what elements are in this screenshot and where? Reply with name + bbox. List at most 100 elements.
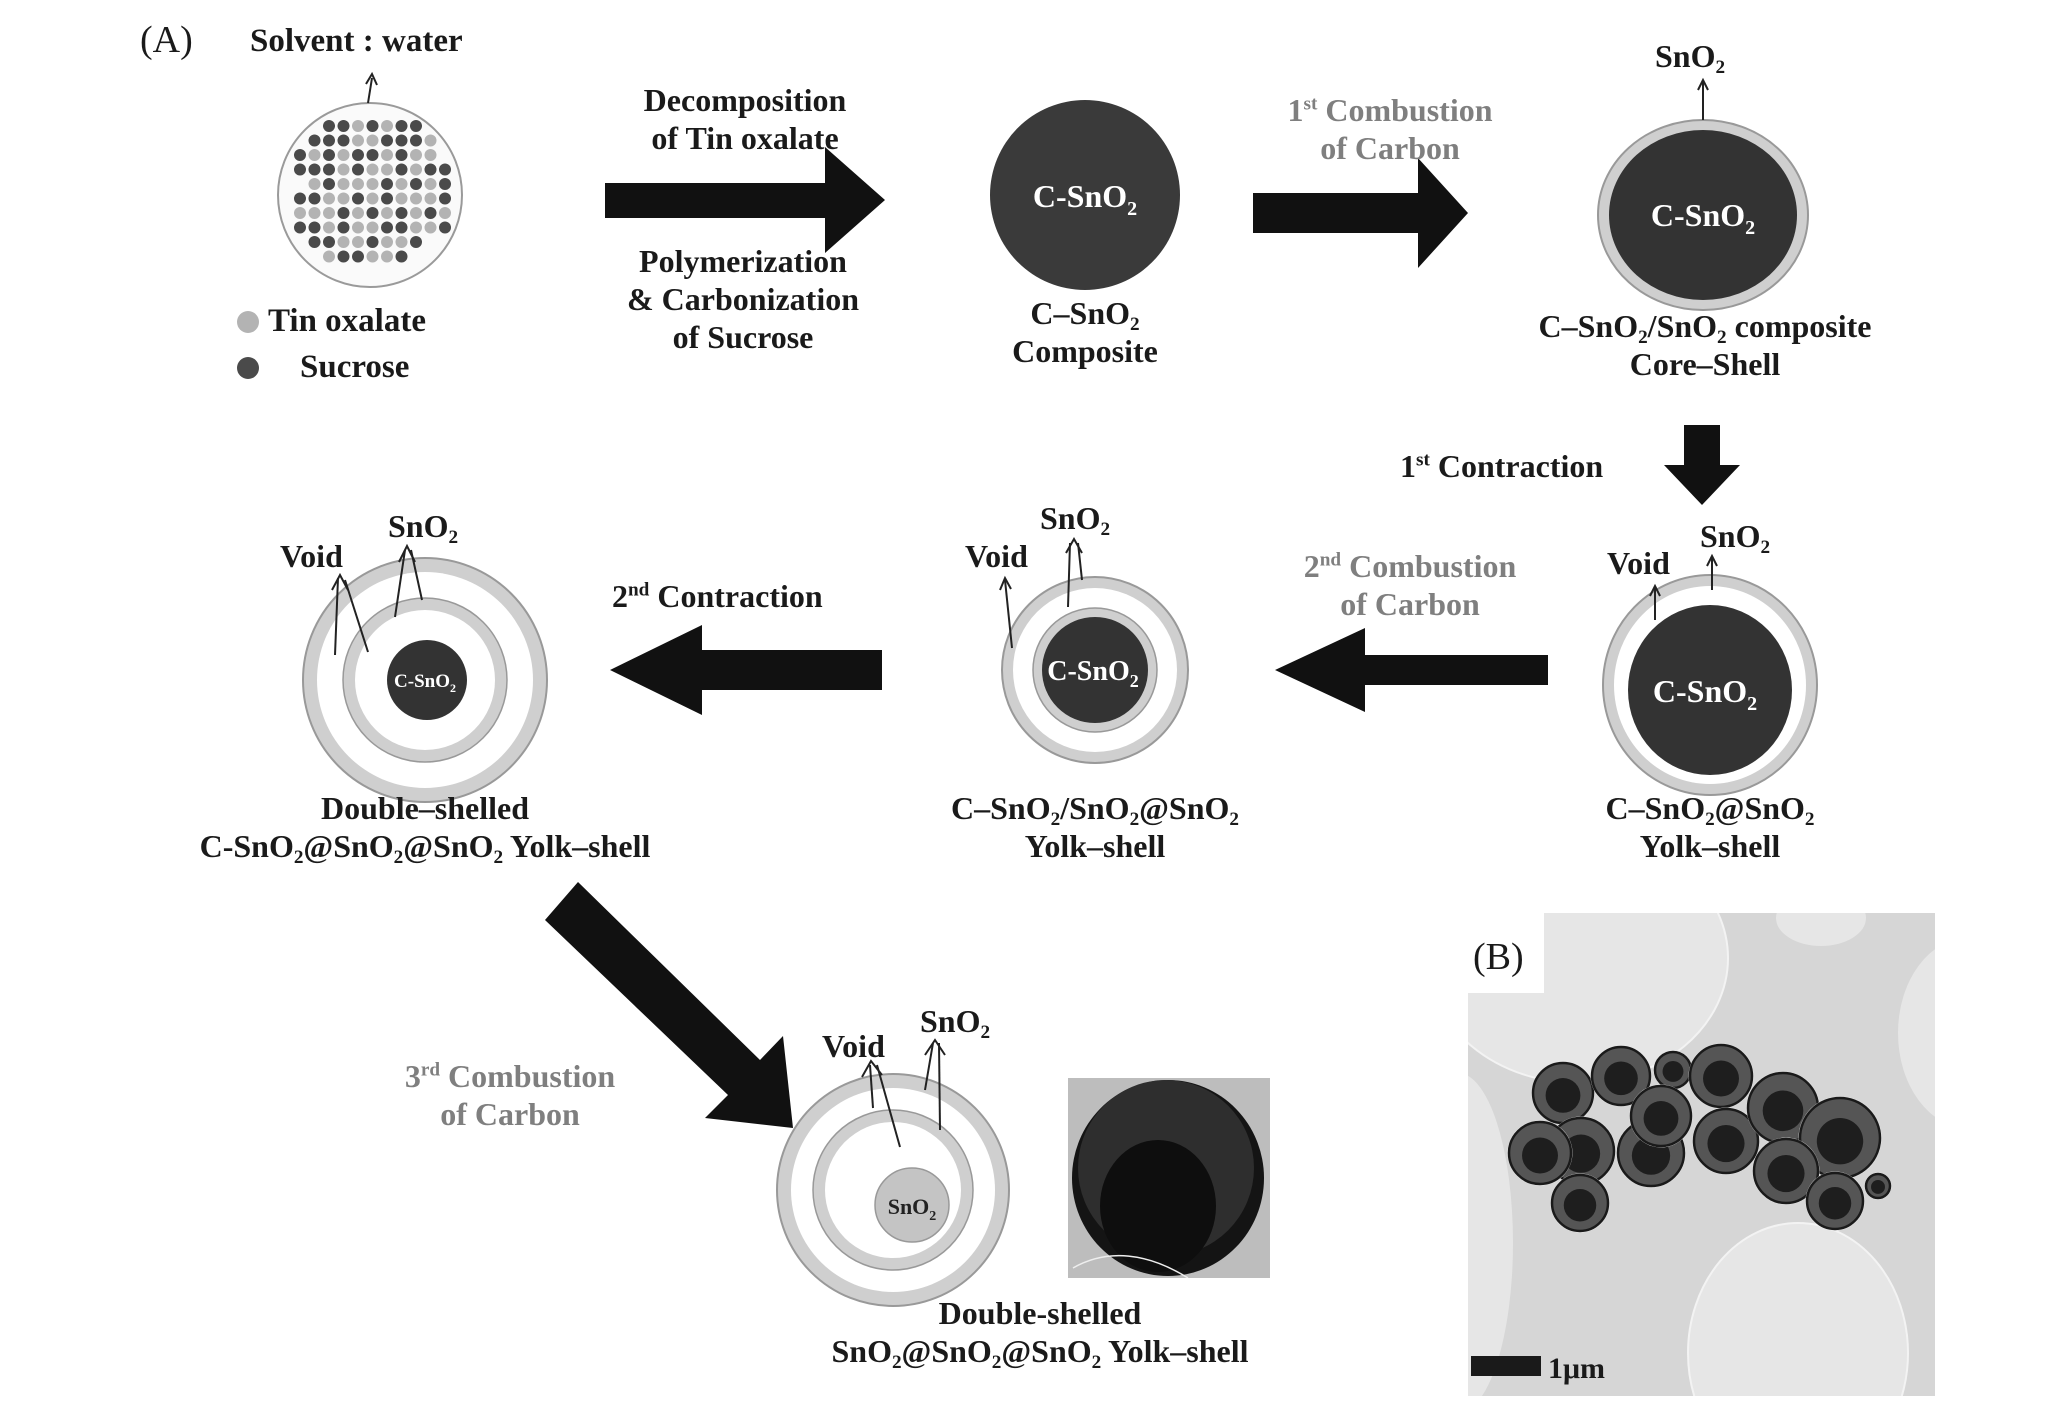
sucrose-dot: [323, 163, 335, 176]
composite-name-line2: Composite: [1012, 332, 1158, 369]
sucrose-dot: [424, 163, 437, 176]
sucrose-dot: [424, 207, 437, 219]
step1-top-line1: Decomposition: [643, 82, 847, 118]
svg-text:C-SnO2: C-SnO2: [394, 671, 456, 695]
step6-ordinal: 3: [404, 1058, 421, 1094]
double-shell-final-particle: SnO2: [776, 1038, 1010, 1307]
tin-oxalate-dot: [424, 221, 437, 234]
sucrose-dot: [410, 134, 422, 147]
sucrose-dot: [294, 163, 306, 176]
step4-suffix: nd: [1319, 549, 1342, 571]
yolk-shell-callout: SnO2: [1700, 518, 1771, 559]
yolk-shell-particle: C-SnO2: [1602, 553, 1818, 796]
sucrose-dot: [395, 134, 408, 147]
sucrose-dot: [381, 221, 393, 234]
double-shell-c-name-line1: Double–shelled: [320, 790, 530, 826]
step1-bottom-line1: Polymerization: [639, 243, 847, 279]
scale-bar-label: 1μm: [1548, 1352, 1605, 1385]
step3-label: 1st Contraction: [1400, 448, 1603, 486]
sucrose-dot: [366, 236, 379, 248]
double-shell-c-name-line2: C-SnO2@SnO2@SnO2 Yolk–shell: [199, 827, 651, 868]
yolk-shell-2-void-label: Void: [965, 538, 1028, 574]
sucrose-dot: [294, 221, 306, 234]
tin-oxalate-dot: [352, 178, 364, 190]
sucrose-dot: [308, 134, 321, 147]
panel-a-label: (A): [140, 19, 193, 61]
step3-text: Contraction: [1429, 448, 1604, 484]
tin-oxalate-dot: [424, 149, 437, 161]
svg-text:C-SnO2: C-SnO2: [1047, 656, 1138, 691]
sucrose-dot: [337, 207, 350, 219]
hollow-sphere: [1629, 1084, 1693, 1148]
sucrose-dot: [410, 178, 422, 190]
composite-name: C–SnO2 Composite: [975, 295, 1195, 371]
tin-oxalate-dot: [366, 178, 379, 190]
core-shell-name: C–SnO2/SnO2 composite Core–Shell: [1490, 308, 1920, 384]
core-shell-particle: C-SnO2: [1597, 77, 1809, 311]
tin-oxalate-dot: [352, 120, 364, 132]
tin-oxalate-dot: [323, 207, 335, 219]
double-shell-c-callout: SnO2: [388, 508, 459, 549]
hollow-sphere: [1864, 1172, 1892, 1200]
svg-text:C-SnO2: C-SnO2: [1653, 673, 1757, 715]
step1-top-line2: of Tin oxalate: [651, 119, 839, 156]
tin-oxalate-dot: [337, 149, 350, 161]
sucrose-dot: [294, 192, 306, 205]
hollow-sphere: [1692, 1107, 1760, 1175]
composite-core-text: C-SnO2: [1033, 178, 1137, 220]
solvent-label: Solvent : water: [250, 23, 463, 59]
tin-oxalate-dot: [294, 207, 306, 219]
arrow-right-icon: [1253, 158, 1468, 268]
yolk-shell-2-name-line1: C–SnO2/SnO2@SnO2: [951, 790, 1239, 831]
sucrose-dot: [439, 221, 451, 234]
tin-oxalate-dot: [308, 207, 321, 219]
sucrose-dot: [308, 163, 321, 176]
tin-oxalate-label: Tin oxalate: [268, 303, 426, 339]
tin-oxalate-dot: [410, 163, 422, 176]
arrow-diagonal-icon: [545, 882, 793, 1128]
panel-b-label-box: [1468, 913, 1544, 993]
double-shell-final-void-label: Void: [822, 1028, 885, 1064]
tin-oxalate-dot: [410, 192, 422, 205]
sucrose-dot: [323, 236, 335, 248]
step6-label: 3rd Combustion of Carbon: [375, 1058, 645, 1134]
sucrose-dot: [337, 250, 350, 263]
sucrose-dot: [337, 221, 350, 234]
panel-b-label: (B): [1473, 936, 1524, 978]
arrow-left-icon: [610, 625, 882, 715]
hollow-sphere: [1531, 1061, 1595, 1125]
sucrose-dot: [323, 149, 335, 161]
sucrose-dot: [395, 221, 408, 234]
step5-ordinal: 2: [612, 578, 628, 614]
tin-oxalate-dot: [410, 149, 422, 161]
core-shell-name-line1: C–SnO2/SnO2 composite: [1538, 308, 1872, 349]
step2-line2: of Carbon: [1320, 129, 1460, 166]
tin-oxalate-dot: [366, 192, 379, 205]
yolk-shell-void-label: Void: [1607, 545, 1670, 581]
sucrose-dot: [323, 178, 335, 190]
tin-oxalate-dot: [337, 163, 350, 176]
double-shell-c-particle: C-SnO2: [302, 543, 548, 803]
sucrose-dot: [381, 134, 393, 147]
tin-oxalate-dot: [395, 236, 408, 248]
sucrose-dot: [294, 149, 306, 161]
tin-oxalate-dot: [352, 236, 364, 248]
double-shell-final-callout: SnO2: [920, 1003, 991, 1044]
double-shell-final-name-line2: SnO2@SnO2@SnO2 Yolk–shell: [831, 1332, 1249, 1373]
step2-label: 1st Combustion of Carbon: [1255, 92, 1525, 168]
sucrose-dot: [352, 149, 364, 161]
tin-oxalate-dot: [381, 120, 393, 132]
double-shell-c-name: Double–shelled C-SnO2@SnO2@SnO2 Yolk–she…: [110, 790, 740, 868]
yolk-shell-name: C–SnO2@SnO2 Yolk–shell: [1560, 790, 1860, 866]
yolk-shell-2-particle: C-SnO2: [999, 536, 1189, 764]
scale-bar: [1471, 1356, 1541, 1376]
tin-oxalate-dot: [337, 192, 350, 205]
tin-oxalate-dot: [366, 221, 379, 234]
step5-label: 2nd Contraction: [612, 578, 823, 616]
step3-ordinal: 1: [1400, 448, 1416, 484]
precursor-droplet: [277, 71, 463, 288]
sucrose-dot: [395, 149, 408, 161]
step2-ordinal: 1: [1287, 92, 1304, 128]
sucrose-legend-dot: [237, 357, 259, 379]
